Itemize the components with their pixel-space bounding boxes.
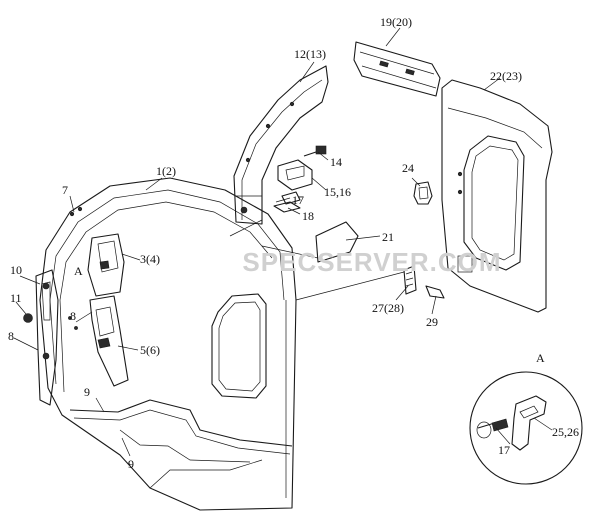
bracket-fasteners xyxy=(273,145,327,213)
callout-15-16: 15,16 xyxy=(324,185,351,199)
callout-1-2: 1(2) xyxy=(156,164,176,178)
roof-rail-19-20 xyxy=(353,41,441,97)
front-pillar-hardware xyxy=(23,206,83,406)
callout-8-outer: 8 xyxy=(8,329,14,343)
callout-17-detail: 17 xyxy=(498,443,510,457)
callout-8-inner: 8 xyxy=(70,309,76,323)
callout-labels: 1(2) 12(13) 19(20) 22(23) 7 14 15,16 17 … xyxy=(8,15,579,471)
watermark: SPECSERVER.COM xyxy=(242,247,501,277)
callout-a: A xyxy=(74,264,83,278)
inner-pillar-3-4 xyxy=(87,233,125,297)
callout-18: 18 xyxy=(302,209,314,223)
callout-9-upper: 9 xyxy=(84,385,90,399)
callout-27-28: 27(28) xyxy=(372,301,404,315)
side-panel-assembly xyxy=(39,177,297,511)
detail-view-a xyxy=(469,371,583,485)
rear-inner-panel-22-23 xyxy=(441,79,553,313)
callout-3-4: 3(4) xyxy=(140,252,160,266)
callout-29: 29 xyxy=(426,315,438,329)
callout-9-lower: 9 xyxy=(128,457,134,471)
callout-12-13: 12(13) xyxy=(294,47,326,61)
small-parts xyxy=(315,181,445,299)
callout-17: 17 xyxy=(292,193,304,207)
upper-pillar-12-13 xyxy=(233,65,329,225)
inner-pillar-5-6 xyxy=(89,295,129,387)
callout-21: 21 xyxy=(382,230,394,244)
leader-lines xyxy=(13,27,553,457)
callout-10: 10 xyxy=(10,263,22,277)
callout-7: 7 xyxy=(62,183,68,197)
callout-22-23: 22(23) xyxy=(490,69,522,83)
detail-view-title: A xyxy=(536,351,545,365)
callout-5-6: 5(6) xyxy=(140,343,160,357)
callout-25-26: 25,26 xyxy=(552,425,579,439)
callout-24: 24 xyxy=(402,161,414,175)
callout-11: 11 xyxy=(10,291,22,305)
callout-14: 14 xyxy=(330,155,342,169)
callout-19-20: 19(20) xyxy=(380,15,412,29)
